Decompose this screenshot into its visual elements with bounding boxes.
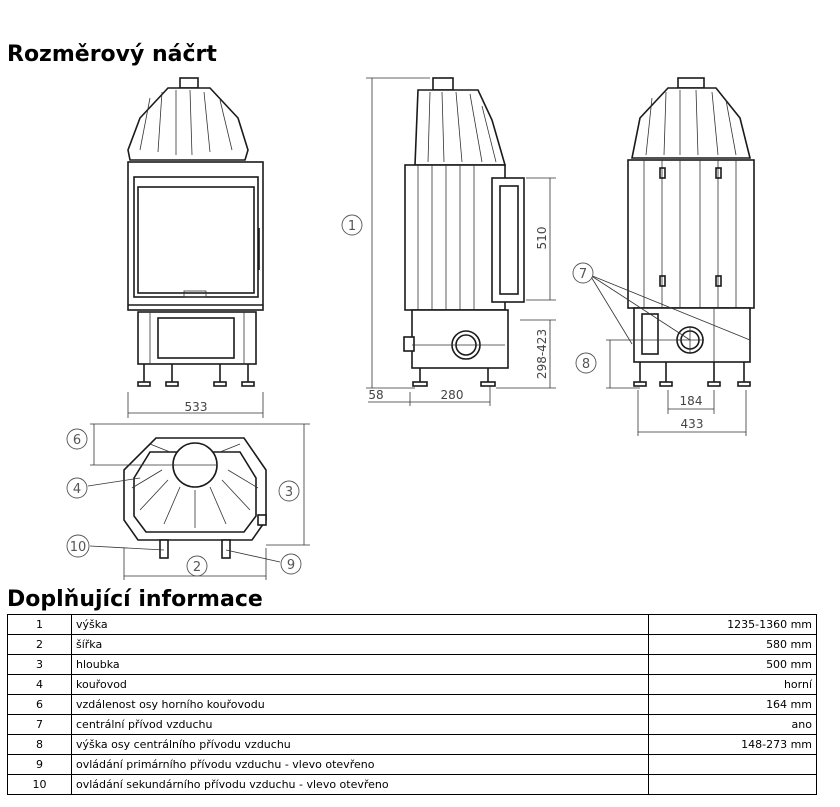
row-number: 8 — [7, 734, 72, 755]
table-row: 9 ovládání primárního přívodu vzduchu - … — [7, 754, 818, 775]
svg-text:4: 4 — [73, 482, 81, 497]
row-label: kouřovod — [71, 674, 649, 695]
section-title-sketch: Rozměrový náčrt — [7, 42, 217, 67]
svg-text:6: 6 — [73, 433, 81, 448]
row-number: 4 — [7, 674, 72, 695]
row-number: 9 — [7, 754, 72, 775]
top-view — [87, 423, 310, 580]
dim-side-depth: 280 — [441, 388, 464, 402]
svg-text:3: 3 — [285, 485, 293, 500]
row-value: 580 mm — [647, 634, 818, 655]
svg-text:9: 9 — [287, 558, 295, 573]
row-label: vzdálenost osy horního kouřovodu — [71, 694, 649, 715]
front-view: 533 — [127, 77, 264, 418]
row-label: hloubka — [71, 654, 649, 675]
row-label: ovládání primárního přívodu vzduchu - vl… — [71, 754, 649, 775]
row-label: ovládání sekundárního přívodu vzduchu - … — [71, 774, 649, 795]
row-value — [647, 774, 818, 795]
row-label: výška osy centrálního přívodu vzduchu — [71, 734, 649, 755]
callout-7: 7 — [572, 262, 594, 284]
callout-1: 1 — [341, 214, 363, 236]
callout-9: 9 — [280, 553, 302, 575]
dim-side-offset: 58 — [368, 388, 383, 402]
row-label: šířka — [71, 634, 649, 655]
callout-10: 10 — [66, 534, 90, 558]
row-value: 148-273 mm — [647, 734, 818, 755]
dim-height-air: 298-423 — [535, 329, 549, 379]
svg-text:7: 7 — [579, 267, 587, 282]
row-value: horní — [647, 674, 818, 695]
callout-6: 6 — [66, 428, 88, 450]
svg-text:1: 1 — [348, 219, 356, 234]
table-row: 1 výška 1235-1360 mm — [7, 614, 818, 635]
table-row: 3 hloubka 500 mm — [7, 654, 818, 675]
section-title-info: Doplňující informace — [7, 587, 263, 612]
row-value: 164 mm — [647, 694, 818, 715]
side-view: 510 298-423 58 280 — [366, 77, 556, 406]
table-row: 10 ovládání sekundárního přívodu vzduchu… — [7, 774, 818, 795]
back-view: 184 433 — [589, 77, 755, 436]
row-label: výška — [71, 614, 649, 635]
dim-back-inner: 184 — [680, 394, 703, 408]
table-row: 2 šířka 580 mm — [7, 634, 818, 655]
callout-4: 4 — [66, 477, 88, 499]
info-table: 1 výška 1235-1360 mm 2 šířka 580 mm 3 hl… — [7, 614, 818, 795]
dim-back-outer: 433 — [681, 417, 704, 431]
row-value: ano — [647, 714, 818, 735]
dim-width-front: 533 — [185, 400, 208, 414]
row-value: 500 mm — [647, 654, 818, 675]
svg-text:8: 8 — [582, 357, 590, 372]
row-number: 2 — [7, 634, 72, 655]
row-number: 1 — [7, 614, 72, 635]
callout-2: 2 — [186, 555, 208, 577]
row-value: 1235-1360 mm — [647, 614, 818, 635]
svg-text:2: 2 — [193, 560, 201, 575]
row-number: 6 — [7, 694, 72, 715]
table-row: 4 kouřovod horní — [7, 674, 818, 695]
row-number: 3 — [7, 654, 72, 675]
callout-8: 8 — [575, 352, 597, 374]
dim-height-door: 510 — [535, 227, 549, 250]
table-row: 6 vzdálenost osy horního kouřovodu 164 m… — [7, 694, 818, 715]
callout-3: 3 — [278, 480, 300, 502]
row-number: 7 — [7, 714, 72, 735]
table-row: 7 centrální přívod vzduchu ano — [7, 714, 818, 735]
row-label: centrální přívod vzduchu — [71, 714, 649, 735]
svg-text:10: 10 — [70, 540, 87, 555]
table-row: 8 výška osy centrálního přívodu vzduchu … — [7, 734, 818, 755]
row-value — [647, 754, 818, 775]
dimension-drawing: 533 — [66, 77, 755, 580]
row-number: 10 — [7, 774, 72, 795]
